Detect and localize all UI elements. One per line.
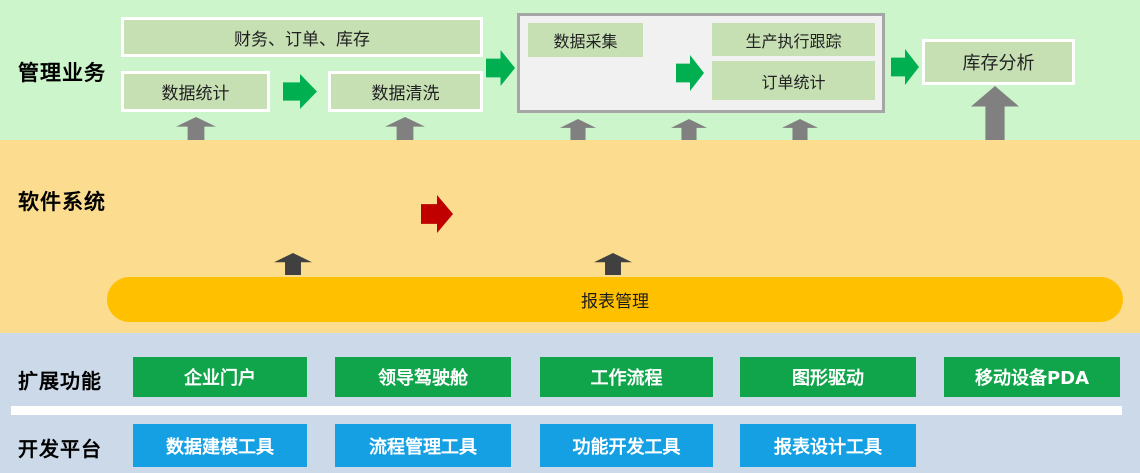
report-management-bar: 报表管理: [107, 277, 1123, 322]
extension-button-workflow: 工作流程: [540, 357, 713, 397]
box-data-cleaning: 数据清洗: [328, 71, 483, 112]
extension-button-graphics-driven: 图形驱动: [740, 357, 916, 397]
box-data-statistics: 数据统计: [121, 71, 270, 112]
report-management-label: 报表管理: [581, 292, 649, 312]
platform-button-process-management: 流程管理工具: [335, 424, 511, 467]
extension-button-leader-cockpit: 领导驾驶舱: [335, 357, 511, 397]
software-band-label: 软件系统: [18, 190, 106, 214]
management-band-label: 管理业务: [18, 61, 106, 85]
box-order-statistics: 订单统计: [712, 61, 875, 100]
box-production-tracking: 生产执行跟踪: [712, 23, 875, 56]
platform-button-data-modeling: 数据建模工具: [133, 424, 307, 467]
box-data-collection: 数据采集: [528, 23, 643, 57]
extension-button-enterprise-portal: 企业门户: [133, 357, 307, 397]
platform-band-label: 开发平台: [18, 437, 102, 461]
extensions-band-label: 扩展功能: [18, 369, 102, 393]
platform-button-report-design: 报表设计工具: [740, 424, 916, 467]
platform-button-function-development: 功能开发工具: [540, 424, 713, 467]
box-inventory-analysis: 库存分析: [922, 39, 1075, 85]
box-finance-orders-inventory: 财务、订单、库存: [121, 17, 483, 57]
extension-button-mobile-pda: 移动设备PDA: [944, 357, 1120, 397]
row-divider: [11, 406, 1122, 415]
